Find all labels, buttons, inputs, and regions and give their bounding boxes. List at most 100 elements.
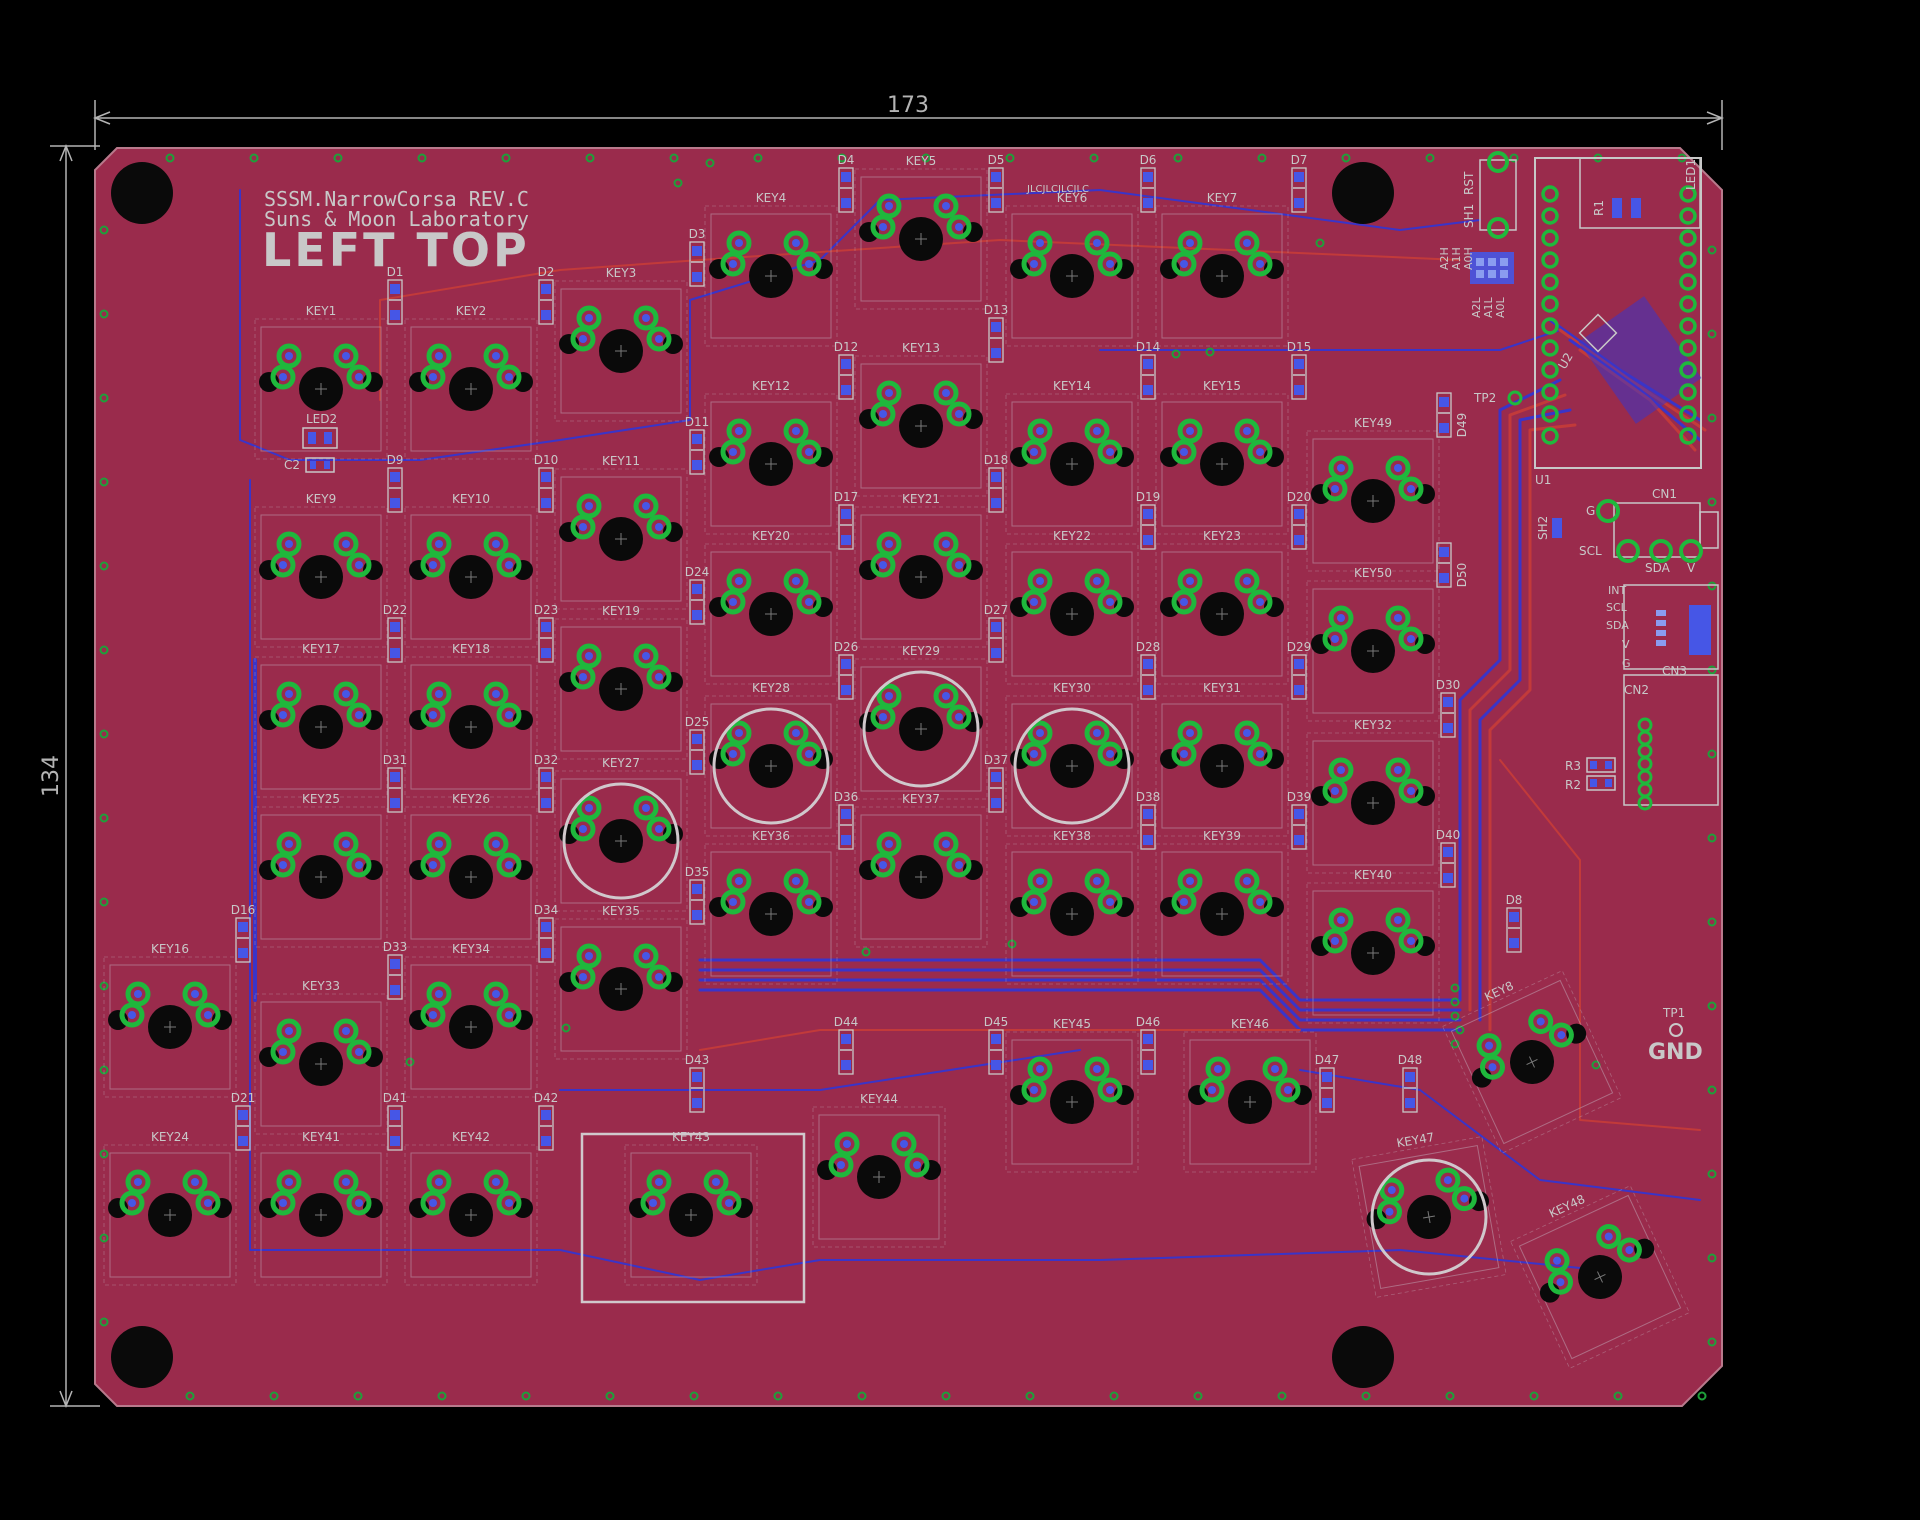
key37-footprint: KEY37: [854, 792, 988, 948]
d38-footprint: D38: [1136, 790, 1160, 850]
d16-footprint: D16: [231, 903, 256, 963]
d44-footprint: D44: [834, 1015, 858, 1075]
d28-label: D28: [1136, 640, 1161, 654]
key7-label: KEY7: [1207, 191, 1237, 205]
d43-footprint: D43: [685, 1053, 709, 1113]
r3-label: R3: [1565, 759, 1581, 773]
key9-footprint: KEY9: [254, 492, 388, 648]
key26-footprint: KEY26: [404, 792, 538, 948]
key5-label: KEY5: [906, 154, 936, 168]
d10-label: D10: [534, 453, 559, 467]
tp2-label: TP2: [1473, 391, 1496, 405]
d20-label: D20: [1287, 490, 1312, 504]
d8-footprint: D8: [1506, 893, 1522, 953]
cn3-pin-g: G: [1622, 657, 1631, 670]
d35-label: D35: [685, 865, 710, 879]
d33-footprint: D33: [383, 940, 407, 1000]
key27-label: KEY27: [602, 756, 640, 770]
sh2-label: SH2: [1536, 516, 1550, 540]
key24-footprint: KEY24: [103, 1130, 237, 1286]
key18-label: KEY18: [452, 642, 490, 656]
key33-label: KEY33: [302, 979, 340, 993]
d16-label: D16: [231, 903, 256, 917]
d29-footprint: D29: [1287, 640, 1311, 700]
key10-label: KEY10: [452, 492, 490, 506]
key28-label: KEY28: [752, 681, 790, 695]
gnd-label: GND: [1648, 1040, 1703, 1065]
d35-footprint: D35: [685, 865, 710, 925]
d19-label: D19: [1136, 490, 1161, 504]
key20-label: KEY20: [752, 529, 790, 543]
key1-footprint: KEY1: [254, 304, 388, 460]
key16-label: KEY16: [151, 942, 189, 956]
d25-footprint: D25: [685, 715, 709, 775]
d45-footprint: D45: [984, 1015, 1008, 1075]
d1-label: D1: [387, 265, 404, 279]
key11-label: KEY11: [602, 454, 640, 468]
key38-label: KEY38: [1053, 829, 1091, 843]
d36-footprint: D36: [834, 790, 859, 850]
cn1-pin-v: V: [1687, 561, 1696, 575]
key14-label: KEY14: [1053, 379, 1091, 393]
address-jumpers: [1470, 252, 1514, 284]
key26-label: KEY26: [452, 792, 490, 806]
d40-footprint: D40: [1436, 828, 1460, 888]
key3-label: KEY3: [606, 266, 636, 280]
sh2-pad: [1552, 518, 1562, 538]
a0l-label: A0L: [1494, 296, 1507, 318]
cn2-label: CN2: [1624, 683, 1649, 697]
d37-label: D37: [984, 753, 1009, 767]
d34-footprint: D34: [534, 903, 558, 963]
d47-footprint: D47: [1315, 1053, 1339, 1113]
d6-label: D6: [1140, 153, 1157, 167]
key32-footprint: KEY32: [1306, 718, 1440, 874]
controller-module-u1: [1534, 157, 1702, 469]
d5-footprint: D5: [988, 153, 1004, 213]
key4-footprint: KEY4: [704, 191, 838, 347]
key25-label: KEY25: [302, 792, 340, 806]
key19-footprint: KEY19: [554, 604, 688, 760]
key6-label: KEY6: [1057, 191, 1087, 205]
led2-label: LED2: [306, 412, 337, 426]
d36-label: D36: [834, 790, 859, 804]
board-side-label: LEFT TOP: [262, 223, 530, 277]
a1l-label: A1L: [1482, 296, 1495, 318]
d12-label: D12: [834, 340, 859, 354]
key23-footprint: KEY23: [1155, 529, 1289, 685]
key20-footprint: KEY20: [704, 529, 838, 685]
cn3-pin-sda: SDA: [1606, 619, 1629, 632]
a2h-label: A2H: [1438, 247, 1451, 270]
cn1-pin-sda: SDA: [1645, 561, 1671, 575]
d39-footprint: D39: [1287, 790, 1311, 850]
d42-label: D42: [534, 1091, 559, 1105]
d15-label: D15: [1287, 340, 1312, 354]
led1-label: LED1: [1684, 159, 1698, 190]
d21-footprint: D21: [231, 1091, 256, 1151]
board-subtitle: Suns & Moon Laboratory: [264, 207, 529, 231]
key21-footprint: KEY21: [854, 492, 988, 648]
d12-footprint: D12: [834, 340, 859, 400]
d32-label: D32: [534, 753, 559, 767]
cn1-pin-g: G: [1586, 504, 1595, 518]
sh1-label: SH1: [1462, 204, 1476, 228]
d30-footprint: D30: [1436, 678, 1460, 738]
key35-footprint: KEY35: [554, 904, 688, 1060]
key43-outline-frame: [580, 1132, 806, 1304]
key31-label: KEY31: [1203, 681, 1241, 695]
r1-label: R1: [1592, 200, 1606, 216]
key46-label: KEY46: [1231, 1017, 1269, 1031]
key13-label: KEY13: [902, 341, 940, 355]
key29-footprint: KEY29: [854, 644, 988, 800]
key19-label: KEY19: [602, 604, 640, 618]
key50-footprint: KEY50: [1306, 566, 1440, 722]
key1-label: KEY1: [306, 304, 336, 318]
key9-label: KEY9: [306, 492, 336, 506]
d32-footprint: D32: [534, 753, 559, 813]
stabilizer-rings: [562, 670, 1488, 1276]
dimension-width-label: 173: [887, 93, 929, 118]
d22-label: D22: [383, 603, 408, 617]
key34-label: KEY34: [452, 942, 490, 956]
d11-footprint: D11: [685, 415, 709, 475]
d21-label: D21: [231, 1091, 256, 1105]
